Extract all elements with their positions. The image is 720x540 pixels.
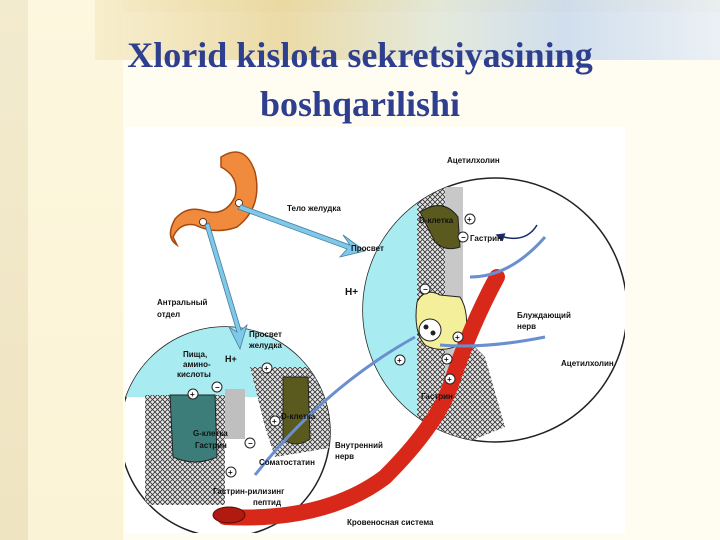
sign-minus-2: − — [419, 283, 431, 295]
pointer-arrow-body — [237, 204, 366, 258]
nerve-branch — [439, 335, 546, 348]
label-grp-2: пептид — [253, 498, 281, 507]
vessel-opening — [212, 506, 246, 524]
label-food-3: кислоты — [177, 370, 211, 379]
sign-plus-2: + — [452, 331, 464, 343]
label-food-2: амино- — [183, 360, 211, 369]
label-antral-2: отдел — [157, 310, 180, 319]
decorative-header-strip — [95, 0, 720, 60]
label-vagus-2: нерв — [517, 322, 536, 331]
label-acetylcholine-right: Ацетилхолин — [561, 359, 614, 368]
g-cell-shape — [169, 394, 218, 463]
nerve-arrow-1 — [495, 224, 538, 242]
sign-minus-3: − — [211, 381, 223, 393]
sign-plus-3: + — [394, 354, 406, 366]
svg-text:+: + — [272, 417, 277, 426]
sign-plus-4: + — [441, 353, 453, 365]
stomach-icon — [169, 151, 258, 248]
label-h-ion-small: H+ — [225, 354, 237, 364]
svg-text:+: + — [447, 375, 452, 384]
label-lumen-stomach-2: желудка — [248, 341, 282, 350]
svg-text:+: + — [444, 355, 449, 364]
label-g-cell: G-клетка — [193, 429, 228, 438]
svg-text:−: − — [423, 285, 428, 294]
parietal-canaliculus — [418, 318, 442, 342]
sign-minus-4: − — [244, 437, 256, 449]
label-antral-1: Антральный — [157, 298, 208, 307]
label-stomach-body: Тело желудка — [287, 204, 341, 213]
svg-text:+: + — [397, 356, 402, 365]
decorative-left-panel — [28, 0, 123, 540]
sign-plus-5: + — [444, 373, 456, 385]
label-blood-system: Кровеносная система — [347, 518, 434, 527]
svg-text:−: − — [248, 439, 253, 448]
svg-text:+: + — [264, 364, 269, 373]
d-cell-bottom-shape — [282, 376, 311, 445]
pointer-arrow-antrum — [204, 222, 248, 351]
lumen-region — [363, 178, 417, 442]
svg-text:−: − — [461, 233, 466, 242]
svg-text:+: + — [467, 215, 472, 224]
sign-minus-1: − — [457, 231, 469, 243]
decorative-left-band — [0, 0, 28, 540]
slide-title-line1: Xlorid kislota sekretsiyasining — [127, 35, 593, 75]
d-cell-top-shape — [419, 205, 461, 250]
mucosa-hatch-bottom — [425, 337, 505, 442]
label-gastrin-small: Гастрин — [195, 441, 227, 450]
svg-text:+: + — [228, 468, 233, 477]
svg-text:+: + — [190, 390, 195, 399]
label-gastrin-top: Гастрин — [470, 234, 502, 243]
label-d-cell-top: D-клетка — [419, 216, 454, 225]
label-lumen-stomach-1: Просвет — [249, 330, 282, 339]
sign-plus-9: + — [225, 466, 237, 478]
label-inner-nerve-2: нерв — [335, 452, 354, 461]
sign-plus-6: + — [261, 362, 273, 374]
inner-nerve — [253, 335, 416, 476]
diagram-svg: Ацетилхолин Тело желудка D-клетка Гастри… — [119, 151, 628, 538]
vagus-nerve — [469, 236, 547, 279]
label-acetylcholine-top: Ацетилхолин — [447, 156, 500, 165]
label-h-ion: H+ — [345, 287, 358, 298]
blood-vessel — [217, 269, 505, 526]
svg-text:−: − — [215, 383, 220, 392]
label-lumen: Просвет — [351, 244, 384, 253]
slide-title-line2: boshqarilishi — [259, 84, 461, 124]
label-d-cell-bottom: D-клетка — [281, 412, 316, 421]
label-somatostatin: Соматостатин — [259, 458, 315, 467]
antral-mucosa-grey — [225, 389, 245, 439]
label-food-1: Пища, — [183, 350, 207, 359]
label-grp-1: Гастрин-рилизинг — [213, 487, 285, 496]
label-vagus-1: Блуждающий — [517, 311, 571, 320]
stomach-body-circle — [362, 177, 628, 443]
diagram-figure: Ацетилхолин Тело желудка D-клетка Гастри… — [119, 127, 628, 538]
label-gastrin-lower: Гастрин — [421, 392, 453, 401]
svg-text:+: + — [455, 333, 460, 342]
sign-plus-1: + — [464, 213, 476, 225]
sign-plus-8: + — [269, 415, 281, 427]
sign-plus-7: + — [187, 388, 199, 400]
antral-circle — [119, 326, 331, 538]
label-inner-nerve-1: Внутренний — [335, 441, 383, 450]
